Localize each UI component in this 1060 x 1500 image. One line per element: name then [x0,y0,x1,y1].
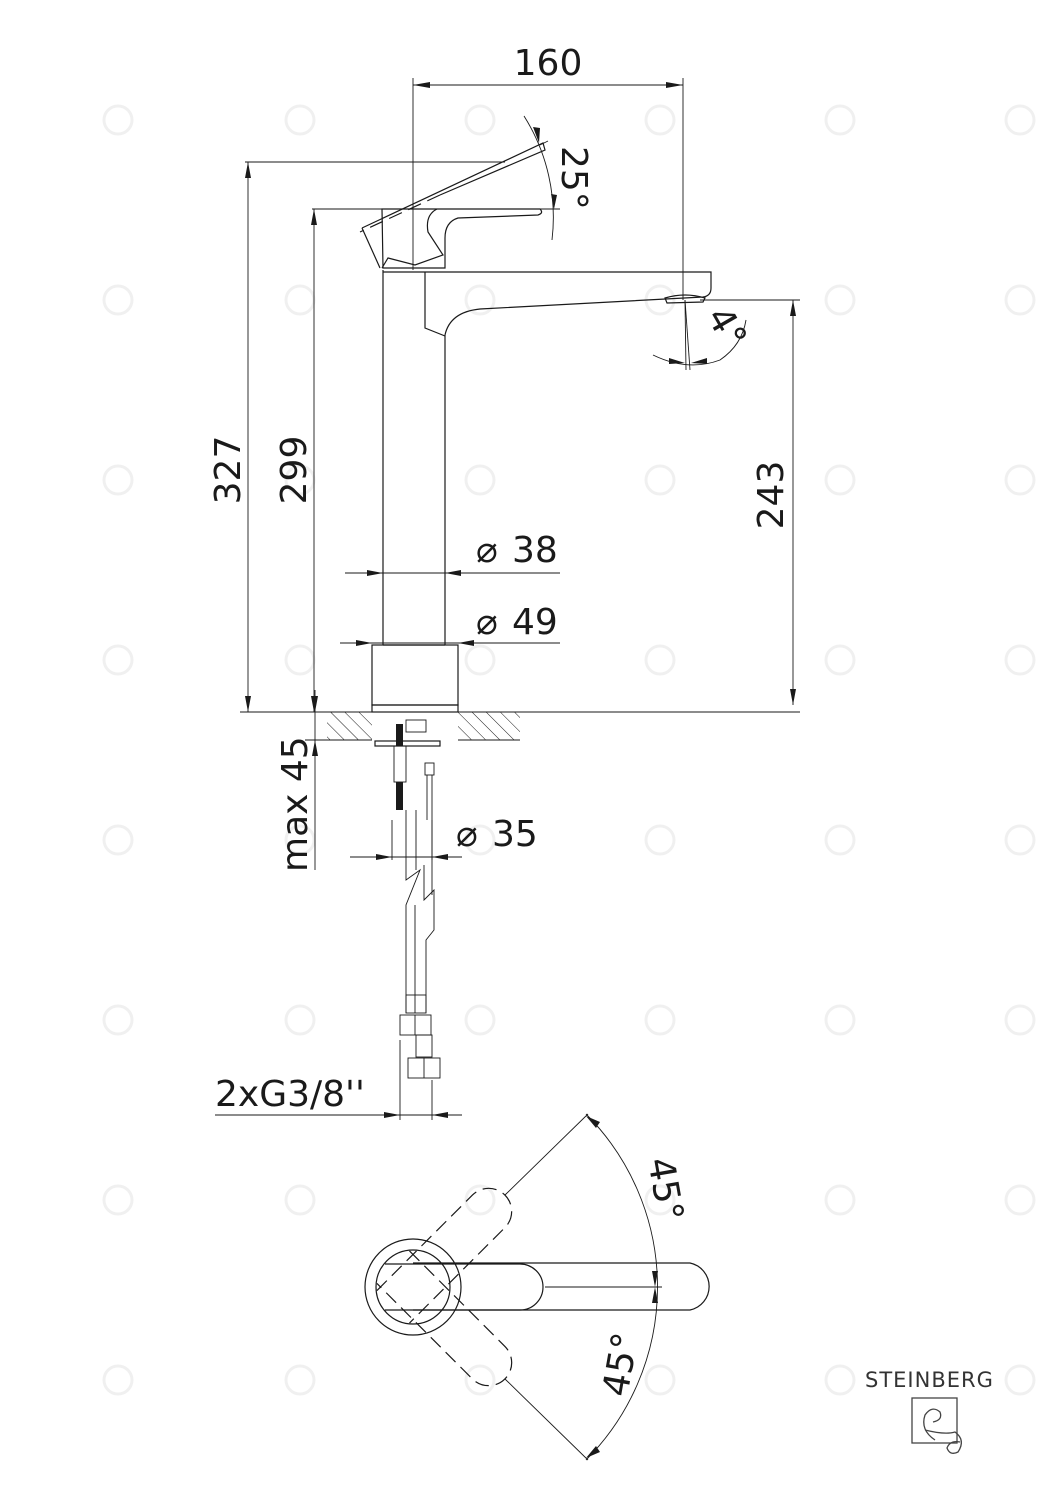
supply-hoses [399,810,441,1079]
brand-name: STEINBERG [865,1368,994,1392]
label-35: 35 [492,814,538,855]
label-rotation-right: 45° [595,1330,646,1400]
label-25-degrees: 25° [553,146,594,210]
label-299: 299 [274,436,315,505]
label-max-45: max 45 [275,736,316,872]
faucet-side-view [359,142,712,713]
dimension-diameter-38: ⌀ 38 [345,530,560,576]
label-160: 160 [514,43,583,84]
dimension-max-45: max 45 [275,690,327,872]
dimension-160: 160 [412,43,684,300]
diameter-symbol: ⌀ [456,814,478,855]
label-4-degrees: 4° [698,300,754,356]
diameter-symbol: ⌀ [476,602,498,643]
dimension-diameter-35: ⌀ 35 [350,814,538,860]
countertop-section [327,712,520,820]
dimension-299: 299 [274,209,317,712]
dimension-327: 327 [208,162,251,712]
dimension-lever-angle: 25° [245,115,594,241]
label-327: 327 [208,436,249,505]
label-connection: 2xG3/8'' [215,1074,365,1115]
watermark-pattern [102,104,1036,1396]
label-49: 49 [512,602,558,643]
dimension-diameter-49: ⌀ 49 [340,602,560,646]
diameter-symbol: ⌀ [476,530,498,571]
dimension-connection: 2xG3/8'' [215,1040,462,1120]
steinberg-logo: STEINBERG [865,1368,994,1454]
label-38: 38 [512,530,558,571]
faucet-top-view: 45° 45° [364,1113,710,1461]
label-243: 243 [751,461,792,530]
